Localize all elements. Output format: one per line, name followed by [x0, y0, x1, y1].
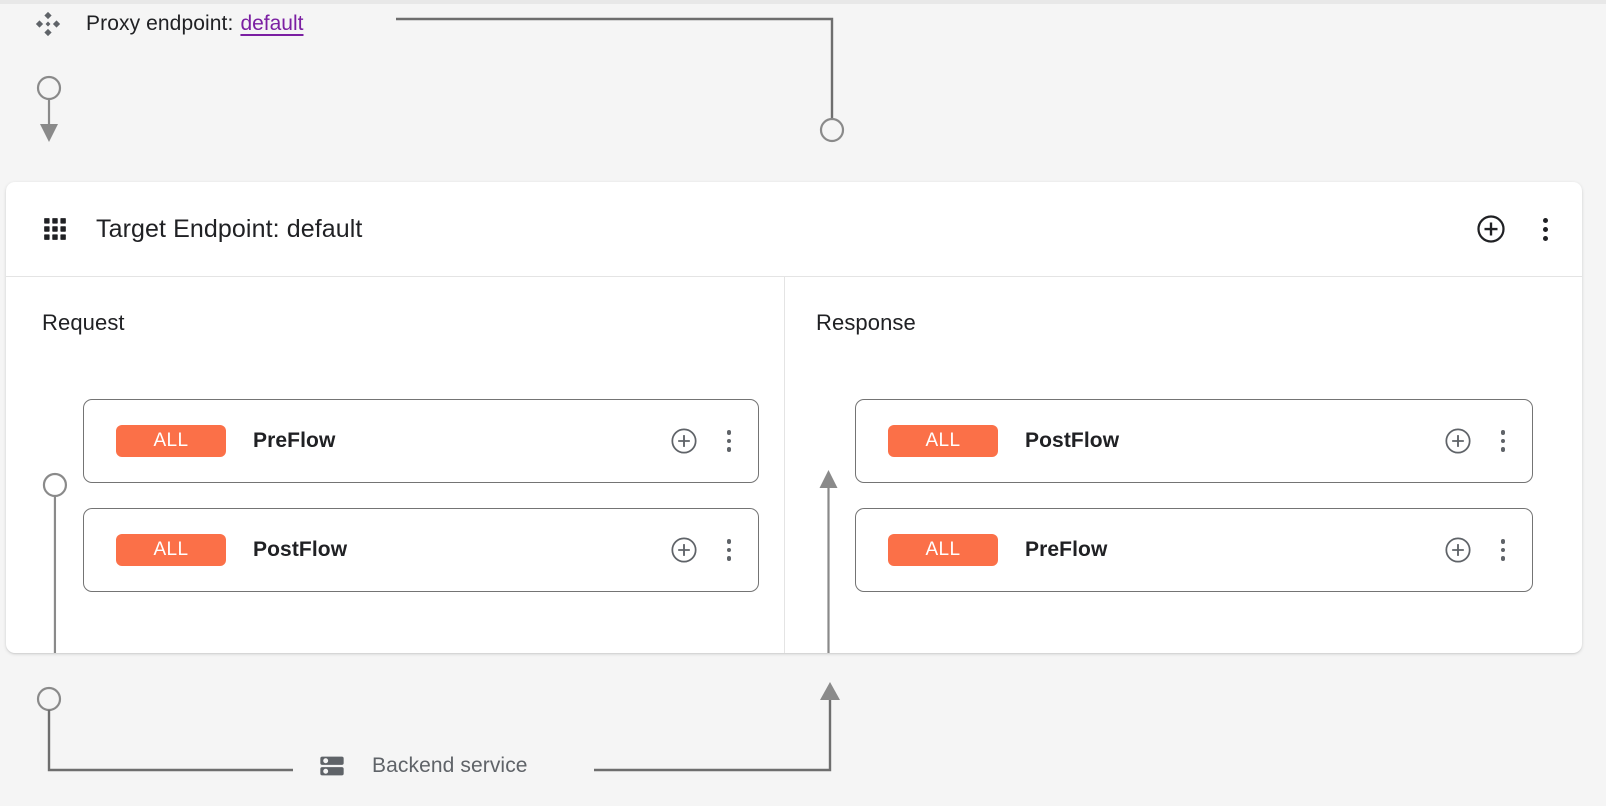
canvas-top-edge — [0, 0, 1606, 4]
request-column-title: Request — [42, 310, 125, 335]
flow-card-response-preflow[interactable]: ALL PreFlow — [855, 508, 1533, 592]
flow-badge: ALL — [116, 425, 226, 457]
response-column-title: Response — [816, 310, 916, 335]
target-endpoint-header: Target Endpoint: default — [6, 182, 1582, 277]
proxy-request-down-connector — [36, 75, 62, 142]
response-flow-column: Response ALL PostFlow — [785, 277, 1582, 653]
flow-card-name: PreFlow — [1025, 538, 1108, 561]
add-circle-icon[interactable] — [663, 420, 705, 462]
flow-body: Request ALL PreFlow — [6, 277, 1582, 653]
proxy-endpoint-label: Proxy endpoint: — [86, 12, 234, 35]
proxy-endpoint-icon — [35, 11, 61, 37]
target-to-backend-connector — [36, 686, 293, 772]
backend-service-label: Backend service — [372, 754, 528, 777]
backend-service-row: Backend service — [318, 752, 528, 780]
proxy-endpoint-value-link[interactable]: default — [240, 12, 304, 35]
target-endpoint-title: Target Endpoint: default — [96, 214, 363, 243]
more-vert-icon[interactable] — [1488, 424, 1518, 458]
flow-badge: ALL — [888, 425, 998, 457]
backend-to-target-connector — [594, 682, 840, 772]
proxy-response-top-connector — [396, 17, 845, 143]
more-vert-icon[interactable] — [714, 533, 744, 567]
more-vert-icon[interactable] — [1488, 533, 1518, 567]
response-flow-cards: ALL PostFlow — [855, 399, 1533, 592]
flow-badge: ALL — [888, 534, 998, 566]
flow-card-actions — [1437, 509, 1518, 591]
flow-card-name: PostFlow — [1025, 429, 1120, 452]
flow-card-name: PreFlow — [253, 429, 336, 452]
request-flow-column: Request ALL PreFlow — [6, 277, 785, 653]
flow-badge: ALL — [116, 534, 226, 566]
apps-grid-icon — [44, 218, 66, 240]
add-circle-icon[interactable] — [663, 529, 705, 571]
request-flow-cards: ALL PreFlow — [83, 399, 759, 592]
flow-card-request-preflow[interactable]: ALL PreFlow — [83, 399, 759, 483]
flow-card-name: PostFlow — [253, 538, 348, 561]
flow-card-actions — [663, 400, 744, 482]
flow-card-actions — [663, 509, 744, 591]
flow-card-response-postflow[interactable]: ALL PostFlow — [855, 399, 1533, 483]
flow-card-actions — [1437, 400, 1518, 482]
flow-card-request-postflow[interactable]: ALL PostFlow — [83, 508, 759, 592]
target-endpoint-panel: Target Endpoint: default Request — [6, 182, 1582, 653]
storage-server-icon — [320, 756, 344, 776]
add-circle-icon[interactable] — [1437, 420, 1479, 462]
add-circle-icon[interactable] — [1470, 208, 1512, 250]
more-vert-icon[interactable] — [714, 424, 744, 458]
more-vert-icon[interactable] — [1530, 212, 1560, 246]
target-endpoint-actions — [1470, 182, 1560, 276]
add-circle-icon[interactable] — [1437, 529, 1479, 571]
proxy-endpoint-row: Proxy endpoint: default — [34, 6, 304, 42]
